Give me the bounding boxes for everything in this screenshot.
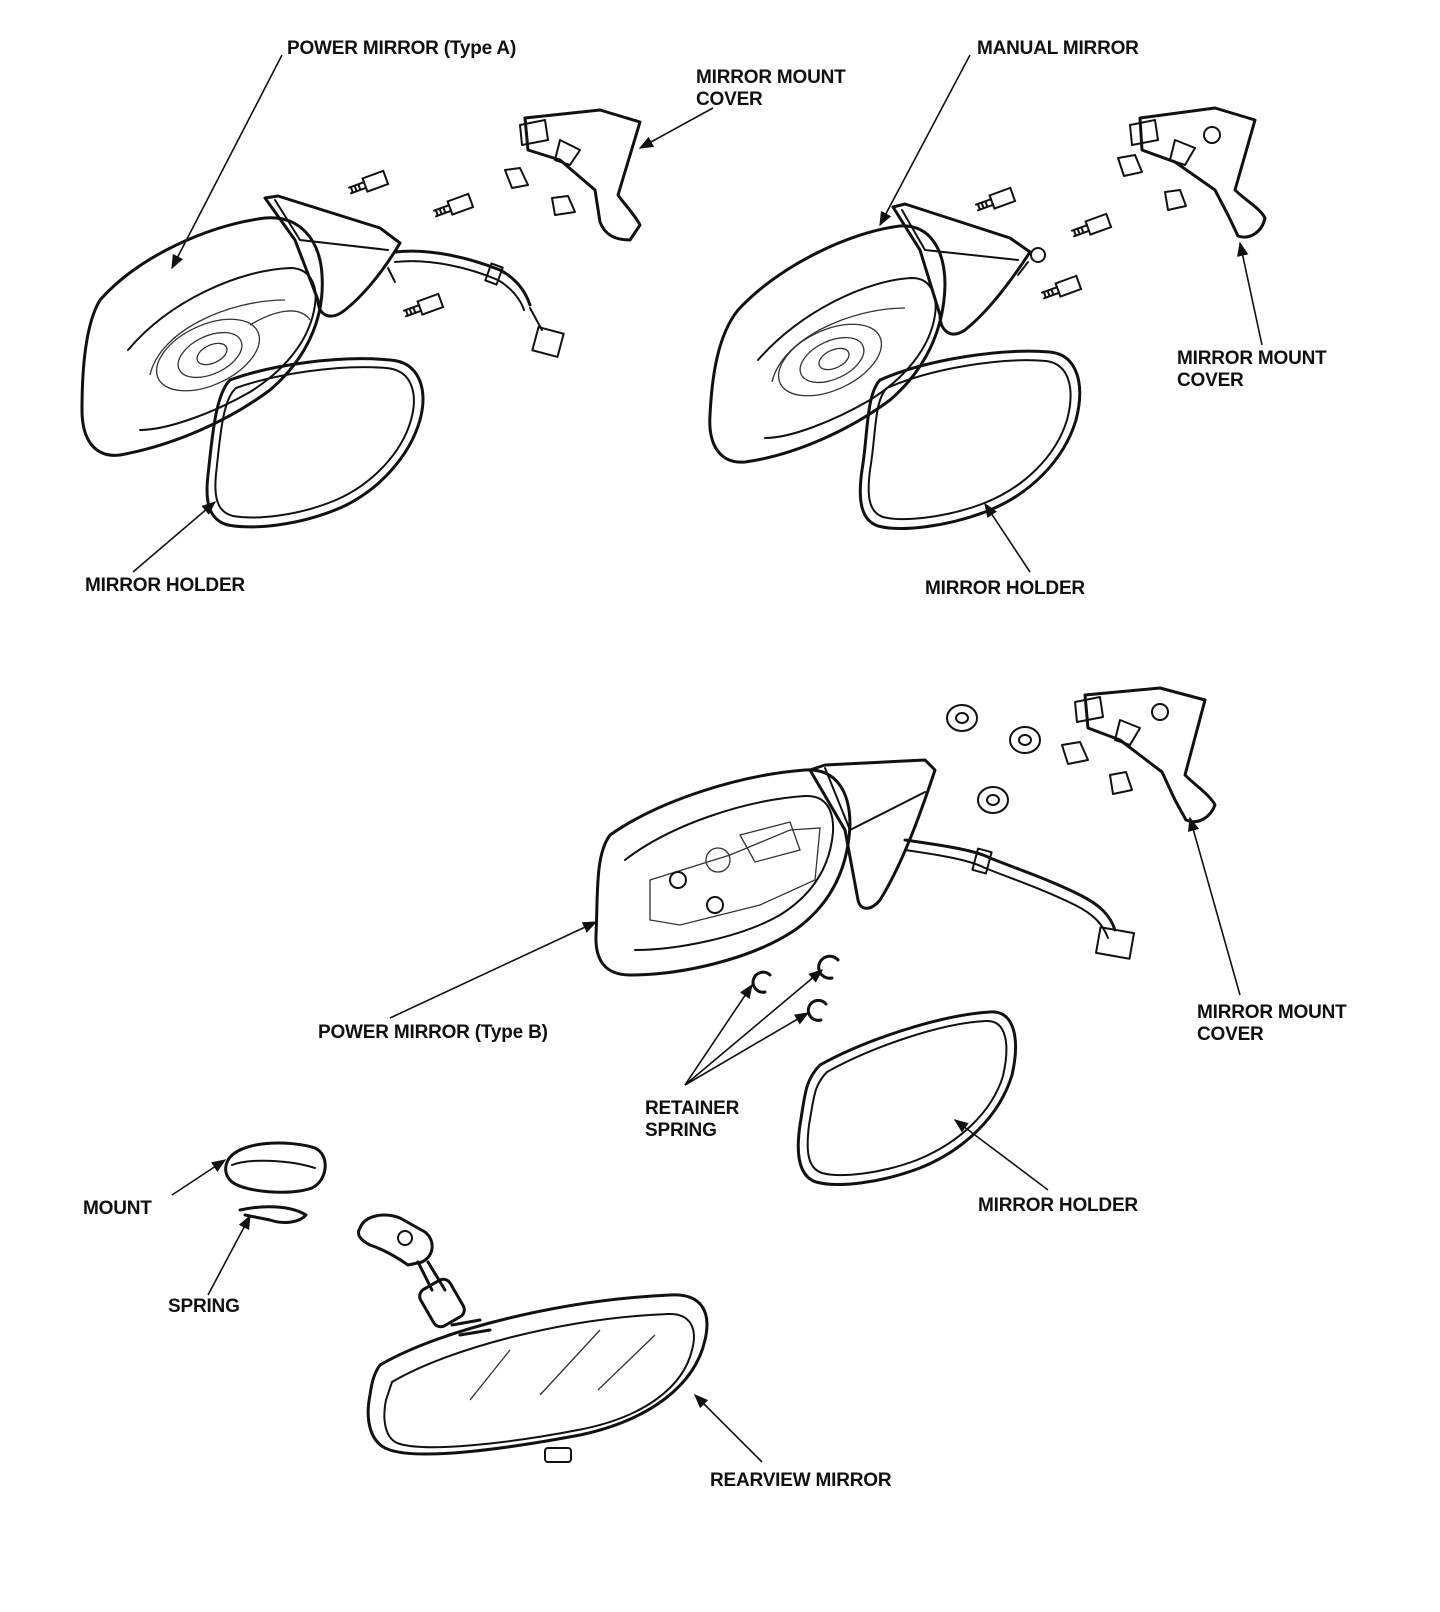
mirror-holder-manual <box>858 349 1082 530</box>
mirror-mount-cover-b <box>1061 686 1217 824</box>
label-mirror-mount-cover-b: MIRROR MOUNT COVER <box>1197 1002 1347 1045</box>
bolts-type-a <box>347 169 475 318</box>
retainer-springs <box>751 954 840 1022</box>
rearview-mirror <box>356 1213 709 1463</box>
label-retainer-spring: RETAINER SPRING <box>645 1098 740 1141</box>
mirror-holder-a <box>205 357 425 529</box>
mirror-mount-cover-a <box>504 108 642 242</box>
label-mirror-mount-cover-a: MIRROR MOUNT COVER <box>696 67 846 110</box>
bolts-manual <box>974 186 1113 300</box>
mirror-holder-b <box>796 1010 1018 1186</box>
nuts-type-b <box>946 704 1041 814</box>
power-mirror-type-b <box>594 758 1135 977</box>
rearview-spring <box>238 1205 308 1224</box>
label-power-mirror-type-b: POWER MIRROR (Type B) <box>318 1022 548 1043</box>
label-spring: SPRING <box>168 1296 240 1317</box>
label-mirror-mount-cover-manual: MIRROR MOUNT COVER <box>1177 348 1327 391</box>
label-rearview-mirror: REARVIEW MIRROR <box>710 1470 892 1491</box>
label-mirror-holder-manual: MIRROR HOLDER <box>925 578 1085 599</box>
label-mirror-holder-a: MIRROR HOLDER <box>85 575 245 596</box>
label-mount: MOUNT <box>83 1198 152 1219</box>
rearview-mount <box>224 1141 327 1194</box>
label-power-mirror-type-a: POWER MIRROR (Type A) <box>287 38 517 59</box>
leader-lines <box>132 54 1263 1463</box>
label-manual-mirror: MANUAL MIRROR <box>977 38 1139 59</box>
mirror-mount-cover-manual <box>1117 106 1267 239</box>
manual-mirror <box>708 202 1046 464</box>
label-mirror-holder-b: MIRROR HOLDER <box>978 1195 1138 1216</box>
power-mirror-type-a <box>80 194 565 457</box>
